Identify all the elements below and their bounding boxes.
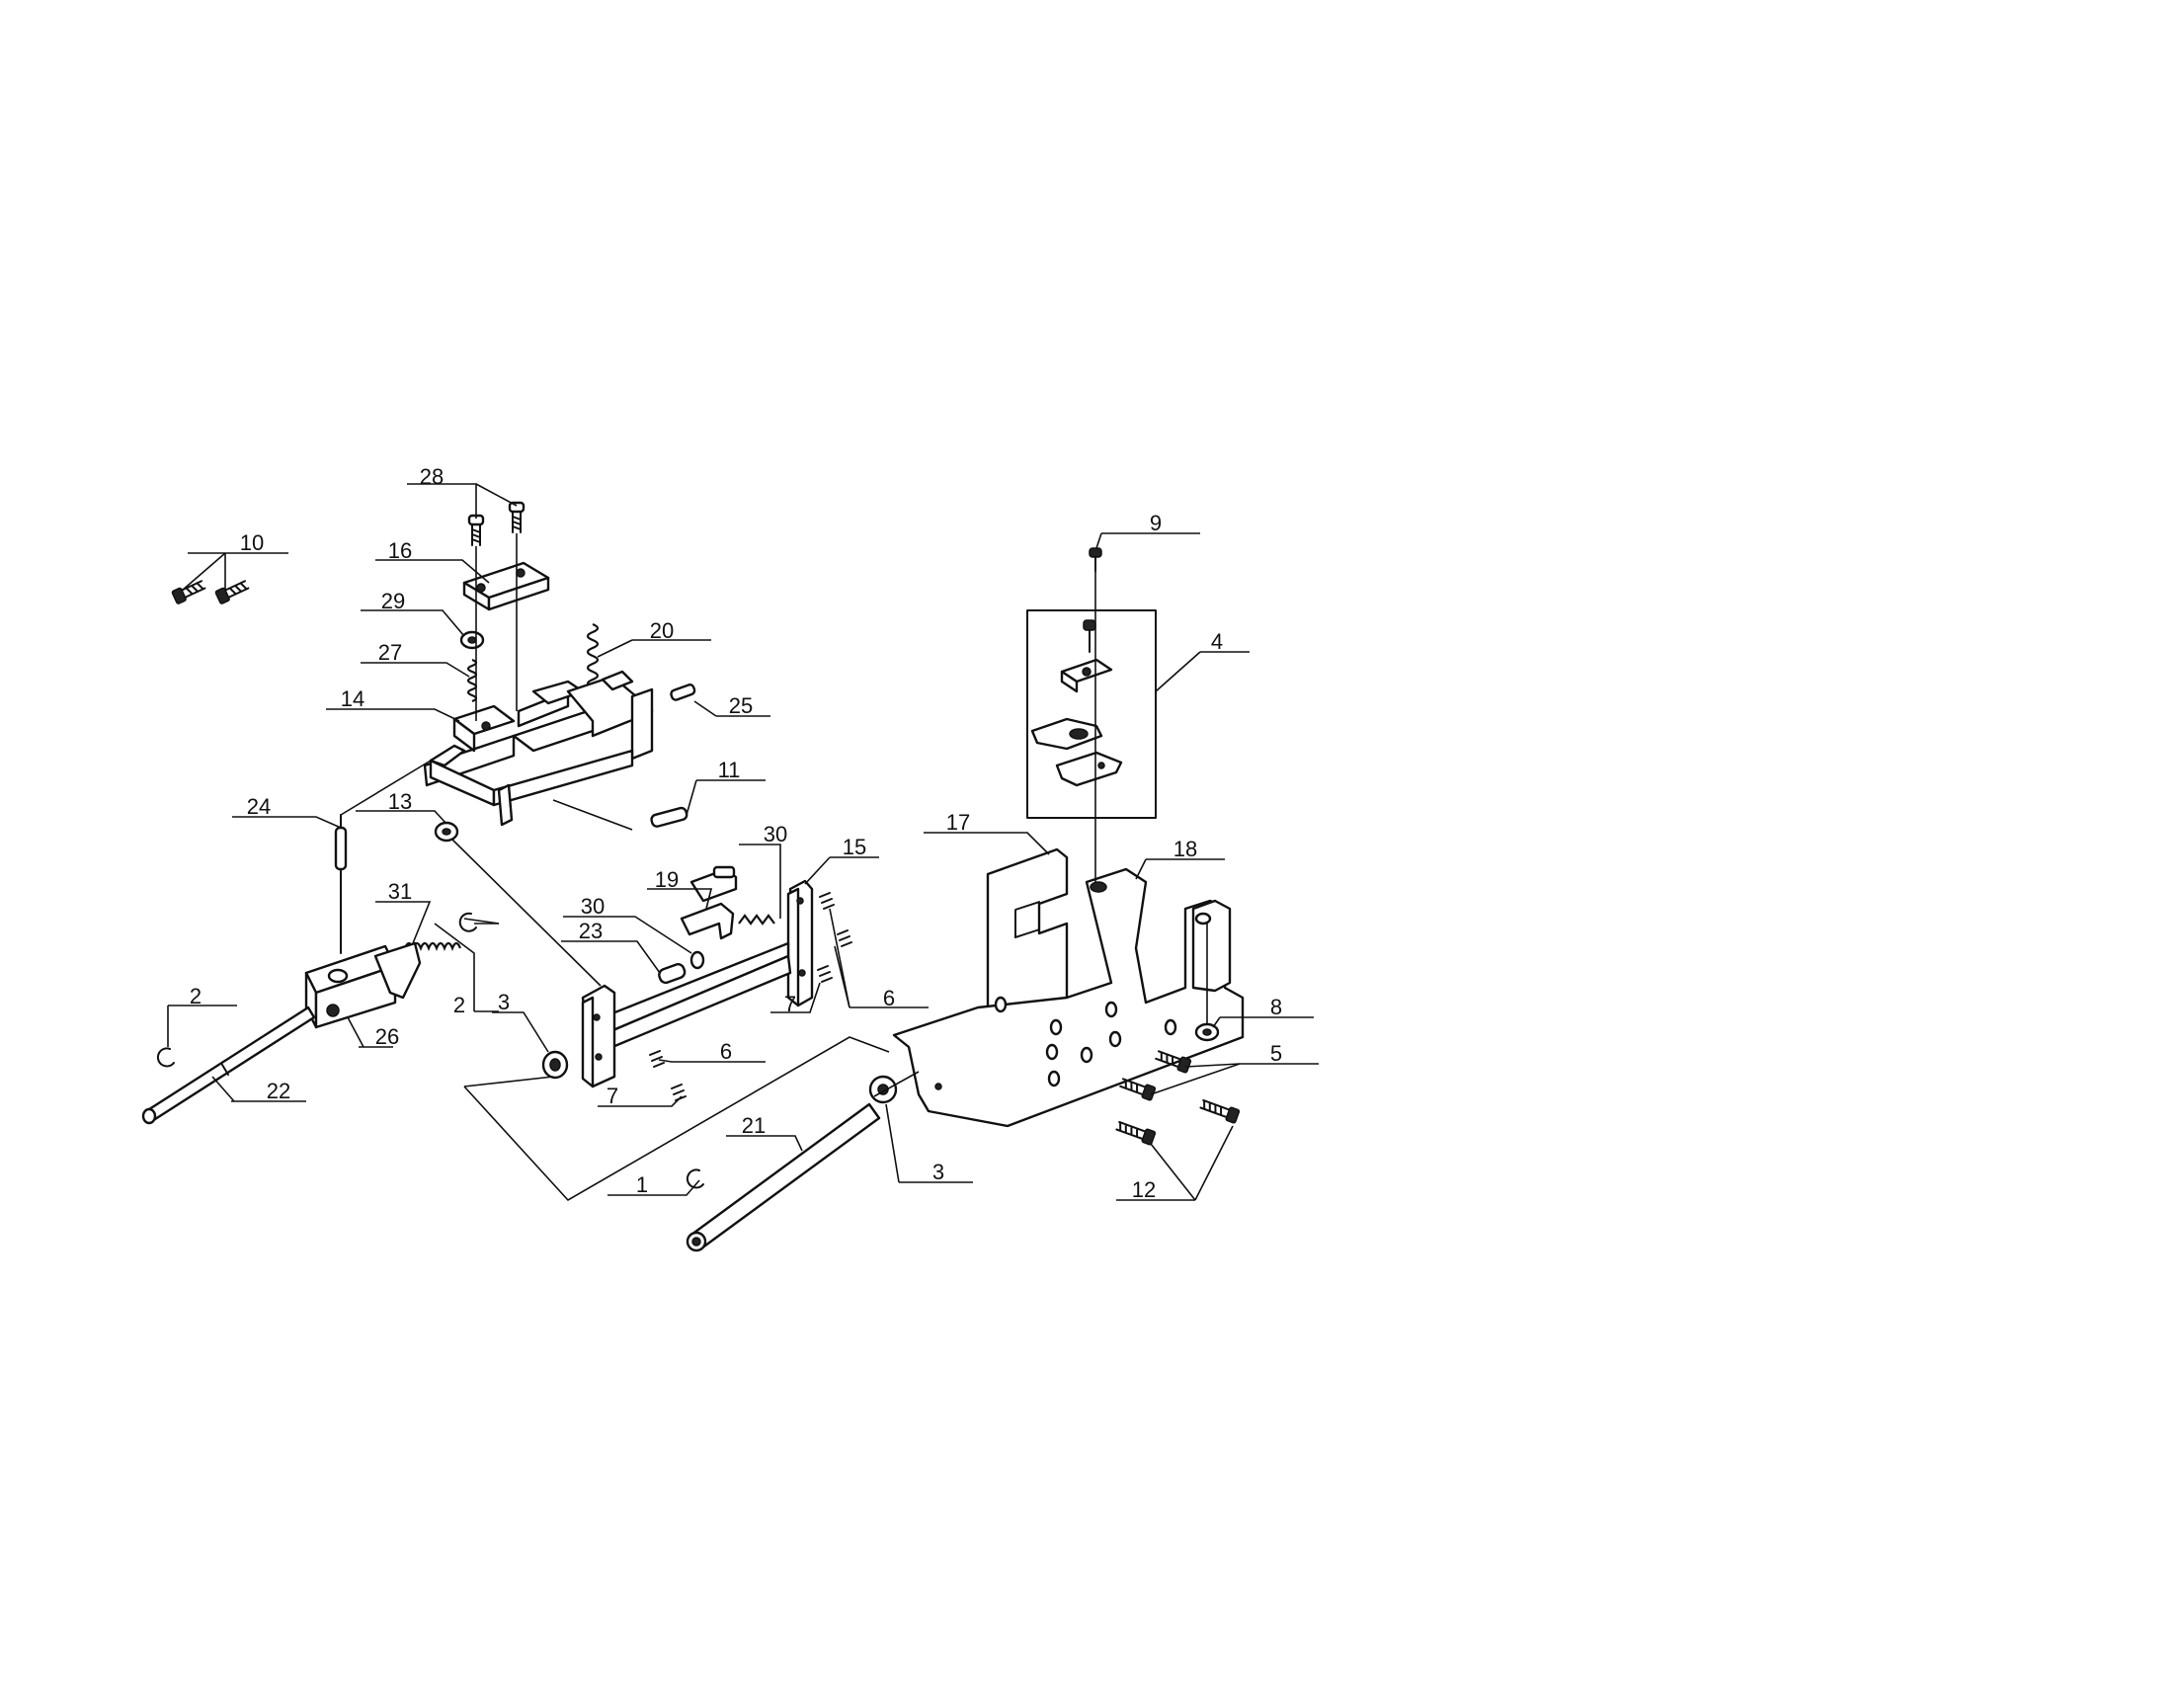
- part-20-spring: [586, 622, 600, 697]
- callout-7-right: 7: [784, 992, 796, 1016]
- callout-4: 4: [1211, 629, 1223, 654]
- callout-15: 15: [843, 835, 866, 859]
- callout-26: 26: [375, 1024, 399, 1049]
- part-25-pin: [670, 684, 696, 701]
- callout-31: 31: [388, 879, 412, 904]
- part-28-screws: [467, 501, 526, 546]
- callout-28: 28: [420, 464, 444, 489]
- part-11-pin: [650, 806, 688, 828]
- screw-7-right: [817, 965, 833, 983]
- callout-16: 16: [388, 538, 412, 563]
- callout-1: 1: [636, 1172, 648, 1197]
- callout-3-left: 3: [498, 990, 510, 1014]
- callout-2-upper: 2: [453, 993, 465, 1017]
- callout-24: 24: [247, 794, 271, 819]
- callout-25: 25: [729, 693, 753, 718]
- callout-8: 8: [1270, 995, 1282, 1019]
- part-26-lever-block: [304, 941, 422, 1029]
- callout-20: 20: [650, 618, 674, 643]
- callout-22: 22: [267, 1079, 290, 1103]
- screw-7-lower: [671, 1084, 687, 1101]
- screw-6-upper: [819, 892, 835, 910]
- screw-6-lower: [649, 1050, 665, 1068]
- part-2-clip-lower: [156, 1047, 175, 1068]
- part-30-washer: [689, 950, 705, 970]
- part-24-rod: [334, 814, 348, 954]
- part-10-screws: [171, 580, 250, 604]
- callout-labels: 28 10 16 29 20 27 14 25 11 24 13 30 15 1…: [190, 464, 1282, 1202]
- part-22-shaft: [141, 1006, 316, 1125]
- part-3-washer-left: [541, 1050, 569, 1080]
- rail-assembly: [581, 941, 792, 1088]
- part-9-screw: [1089, 547, 1102, 572]
- part-8-nut: [1194, 1022, 1220, 1042]
- callout-11: 11: [718, 758, 741, 782]
- callout-6-lower: 6: [720, 1039, 732, 1064]
- callout-18: 18: [1173, 837, 1197, 861]
- callout-30-upper: 30: [764, 822, 787, 846]
- part-14-bracket-frame: [423, 670, 654, 827]
- callout-12: 12: [1132, 1177, 1156, 1202]
- part-13-washer: [434, 821, 459, 843]
- part-18-main-bracket: [892, 867, 1245, 1128]
- part-1-clip: [686, 1168, 704, 1189]
- callout-14: 14: [341, 686, 364, 711]
- callout-23: 23: [579, 919, 603, 943]
- callout-30-mid: 30: [581, 894, 605, 919]
- callout-13: 13: [388, 789, 412, 814]
- part-12-screws: [1115, 1098, 1241, 1146]
- part-6-7-screws: [649, 892, 852, 1101]
- callout-27: 27: [378, 640, 402, 665]
- callout-19: 19: [655, 867, 679, 892]
- callout-29: 29: [381, 589, 405, 613]
- part-29-nut: [459, 630, 485, 650]
- callout-9: 9: [1150, 511, 1162, 535]
- screw-6-right: [837, 929, 852, 947]
- part-4-subassembly-box: [1026, 609, 1157, 819]
- callout-7-lower: 7: [607, 1084, 618, 1108]
- part-15-upright-bracket: [786, 879, 814, 1007]
- part-23-pin: [658, 963, 687, 985]
- part-21-tube: [686, 1102, 881, 1252]
- callout-5: 5: [1270, 1041, 1282, 1066]
- assembly-lines: [340, 533, 1208, 1202]
- callout-3-right: 3: [932, 1160, 944, 1184]
- callout-6-right: 6: [883, 986, 895, 1010]
- callout-10: 10: [240, 530, 264, 555]
- callout-2-lower: 2: [190, 984, 202, 1008]
- callout-17: 17: [946, 810, 970, 835]
- part-3-washer-right: [868, 1075, 898, 1104]
- part-19-latch: [680, 865, 738, 940]
- part-2-clip-upper: [458, 912, 477, 932]
- part-30-spring-upper: [738, 914, 775, 925]
- part-5-screws: [1119, 1050, 1192, 1101]
- part-27-spring: [466, 658, 478, 703]
- callout-21: 21: [742, 1113, 766, 1138]
- callout-leaders: [167, 483, 1319, 1201]
